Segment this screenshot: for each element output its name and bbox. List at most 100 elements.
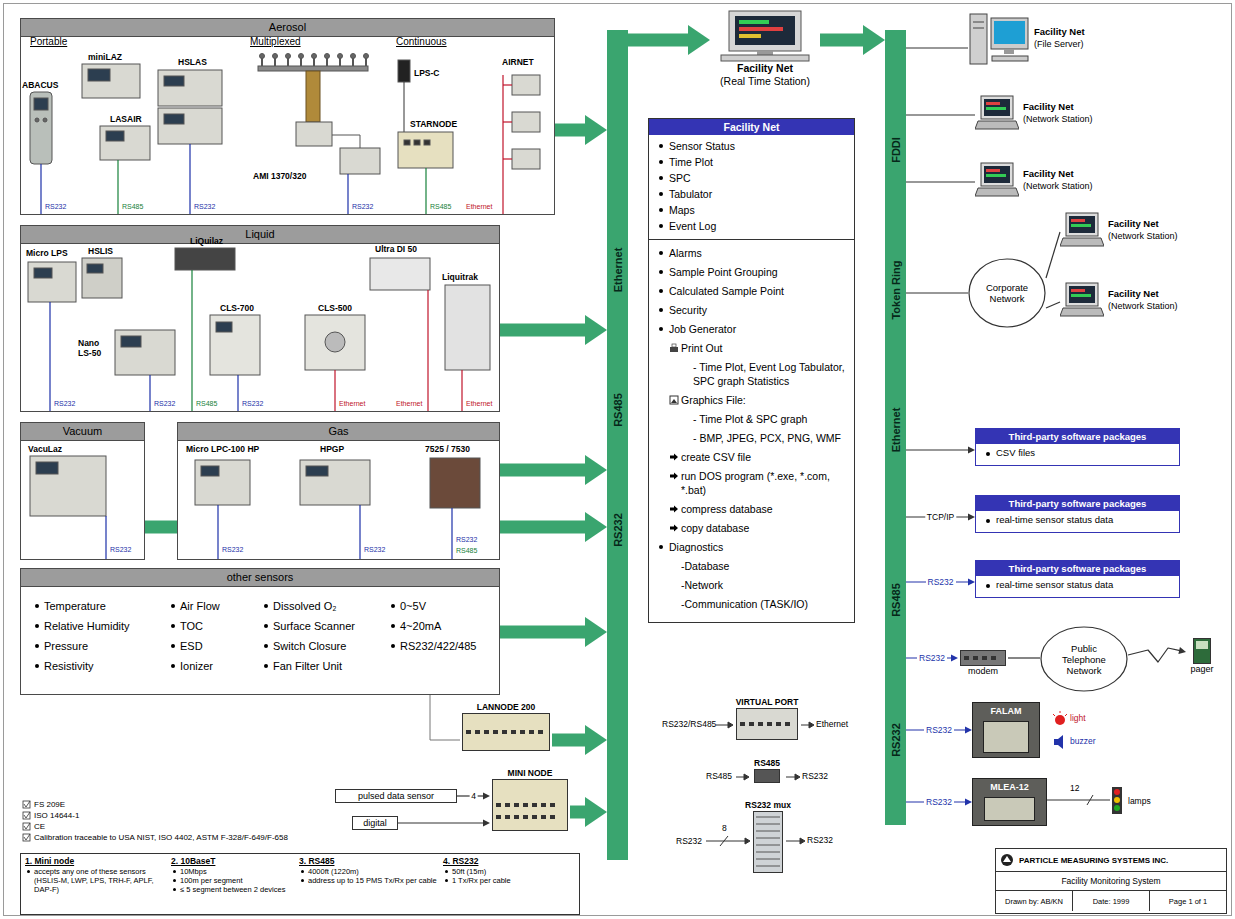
liquid-instruments: [82, 258, 122, 298]
station-text: Facility Net(File Server): [1034, 26, 1085, 50]
station-role: (File Server): [1034, 38, 1085, 50]
feature-item: -Database: [681, 559, 846, 573]
device-detail: [756, 852, 780, 853]
station-name: Facility Net: [1034, 26, 1085, 38]
label-anchor: Ethernet: [466, 400, 492, 408]
item-list: Sensor StatusTime PlotSPCTabulatorMapsEv…: [649, 135, 854, 239]
cable-type: RS485: [430, 203, 451, 211]
aerosol-instruments: [287, 58, 289, 66]
notes-box: 1. Mini nodeaccepts any one of these sen…: [20, 853, 580, 915]
software-item: real-time sensor status data: [996, 514, 1171, 526]
station-text: Facility Net(Network Station): [1108, 288, 1178, 312]
box-header: Third-party software packages: [976, 561, 1179, 576]
arrow-head: [968, 447, 975, 454]
connector: [398, 820, 490, 827]
label-anchor: RS232: [242, 400, 263, 408]
signal-name: 8: [722, 823, 727, 833]
product-name: 7525 / 7530: [425, 444, 470, 454]
laptop-screen: [981, 96, 1013, 119]
label-anchor: RS232: [456, 536, 477, 544]
connector-line: [906, 114, 975, 115]
edge-label: TCP/IP: [925, 512, 956, 522]
device-detail: [756, 824, 780, 825]
product-name: STARNODE: [410, 119, 457, 129]
liquid-cables: [49, 302, 50, 411]
printer-icon: [672, 344, 676, 347]
arrow-head: [968, 579, 975, 586]
connector-line: [906, 449, 969, 450]
connector-line: [906, 292, 968, 293]
label-anchor: Calibration traceable to USA NIST, ISO 4…: [34, 833, 288, 843]
certification-checkbox: [24, 812, 30, 818]
title-block: PARTICLE MEASURING SYSTEMS INC.Facility …: [995, 848, 1227, 914]
device-detail: [532, 803, 537, 807]
label-anchor: AMI 1370/320: [253, 171, 306, 181]
cable-type: RS485: [456, 547, 477, 555]
sensor-type: 0~5V: [400, 599, 426, 613]
signal-name: light: [1070, 713, 1086, 723]
liquid-instruments: [210, 315, 260, 375]
device: MINI NODE: [490, 768, 570, 831]
station-role: (Network Station): [1023, 113, 1093, 125]
feature-item: Diagnostics: [669, 540, 846, 554]
device-detail: [493, 730, 498, 734]
list-marker: [657, 246, 669, 260]
feature-item: - BMP, JPEG, PCX, PNG, WMF: [693, 431, 846, 445]
plot-bar: [1071, 219, 1085, 222]
plot-bar: [1071, 224, 1091, 227]
signal-name: buzzer: [1070, 736, 1096, 746]
aerosol-instruments: [424, 140, 430, 145]
notes-item: address up to 15 PMS Tx/Rx per cable: [308, 876, 437, 885]
list-item: TOC: [171, 619, 203, 633]
arrow-icon: [670, 525, 678, 532]
title-cell: Page 1 of 1: [1150, 891, 1226, 911]
plot-bar: [986, 169, 1000, 172]
laptop-icon: [975, 95, 1019, 131]
aerosol-instruments: [296, 122, 332, 146]
product-name: HSLAS: [178, 57, 207, 67]
aerosol-instruments: [364, 54, 369, 59]
cable-type: RS485: [196, 400, 217, 408]
connector-line: [1128, 648, 1180, 662]
certification-checkbox: [23, 834, 30, 841]
sensor-type: Air Flow: [180, 599, 220, 613]
company-logo: [1003, 856, 1011, 862]
laptop-base: [1060, 238, 1104, 246]
laptop-screen: [1066, 283, 1098, 306]
label-anchor: RS232: [802, 771, 828, 781]
label-anchor: RS485: [430, 203, 451, 211]
list-marker: [657, 203, 669, 217]
product-name: AMI 1370/320: [253, 171, 306, 181]
list-item: Fan Filter Unit: [264, 659, 342, 673]
device-window: [983, 721, 1029, 753]
list-marker: [669, 469, 681, 483]
label-anchor: Liquitrak: [442, 272, 478, 282]
list-row: address up to 15 PMS Tx/Rx per cable: [299, 876, 437, 885]
liquid-instruments: [121, 336, 141, 347]
laptop-base: [975, 188, 1019, 196]
company-logo: [1001, 854, 1013, 866]
list-item: Resistivity: [35, 659, 94, 673]
list-marker: [657, 187, 669, 201]
aerosol-instruments: [158, 70, 222, 106]
device-name: pager: [1186, 664, 1218, 675]
laptop-icon: [1060, 212, 1104, 248]
aerosol-instruments: [332, 135, 360, 148]
notes-heading: 4. RS232: [443, 856, 577, 867]
bullet-dot: [301, 879, 304, 882]
label-anchor: Continuous: [396, 36, 447, 48]
label-anchor: light: [1070, 713, 1086, 723]
liquid-cables: [149, 375, 150, 411]
device-detail: [523, 815, 528, 819]
label-anchor: LiQuilaz: [190, 236, 223, 246]
device-detail: [532, 815, 537, 819]
label-anchor: miniLAZ: [88, 52, 122, 62]
list-row: 4000ft (1220m): [299, 867, 437, 876]
list-item: 4~20mA: [391, 619, 441, 633]
device-detail: [756, 845, 780, 846]
title-field: Page 1 of 1: [1169, 897, 1207, 906]
bus-name: RS485: [889, 583, 902, 617]
product-name: Micro LPC-100 HP: [186, 444, 259, 454]
list-marker: [681, 412, 693, 426]
label-anchor: Ethernet: [396, 400, 422, 408]
